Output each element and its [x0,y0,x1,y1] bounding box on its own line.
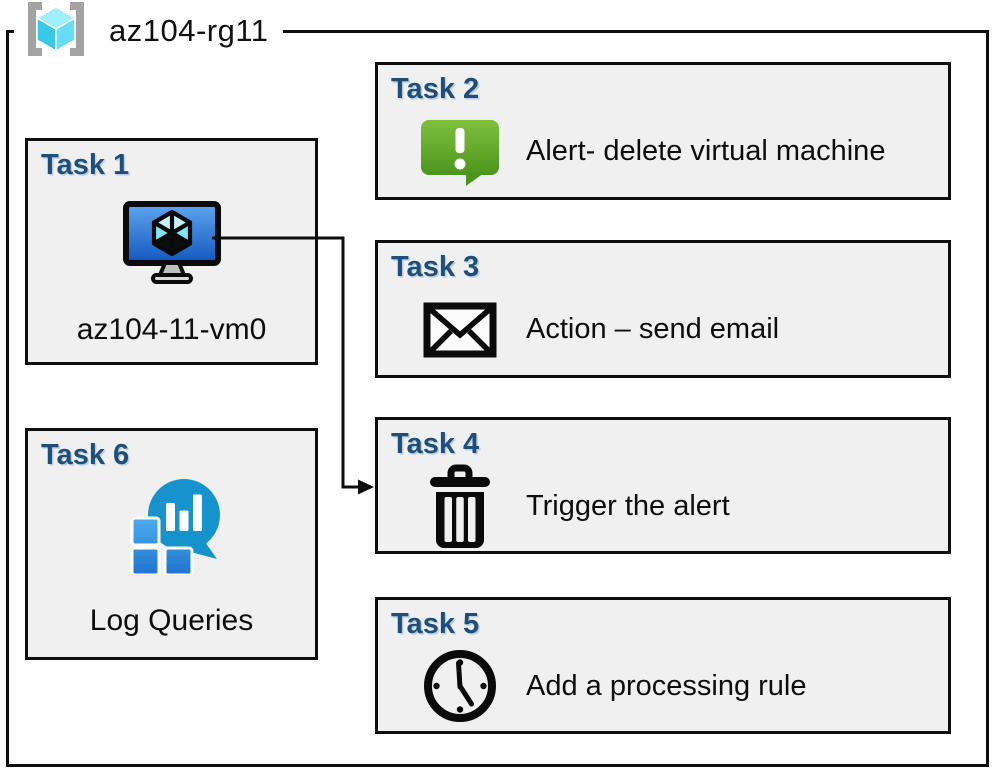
task-5-box: Task 5 Add a processing rule [375,597,951,734]
email-icon [412,302,508,358]
task-2-label: Alert- delete virtual machine [526,135,886,167]
task-1-title: Task 1 [41,149,130,181]
virtual-machine-icon [122,200,222,289]
clock-icon [412,647,508,725]
resource-group-legend: az104-rg11 [14,1,283,62]
task-1-label: az104-11-vm0 [76,313,267,346]
task-4-title: Task 4 [391,428,480,460]
trash-icon [412,464,508,549]
resource-group-label: az104-rg11 [109,13,269,48]
task-5-label: Add a processing rule [526,669,807,702]
task-1-box: Task 1 az104-11-vm0 [25,138,318,365]
task-3-label: Action – send email [526,313,780,345]
task-2-box: Task 2 Alert- delete virtual machine [375,62,951,200]
task-6-label: Log Queries [89,604,254,637]
task-5-title: Task 5 [391,608,480,640]
resource-group-icon [18,1,94,62]
task-3-box: Task 3 Action – send email [375,240,951,378]
task-4-box: Task 4 Trigger the alert [375,417,951,554]
task-6-box: Task 6 Log Queries [25,428,318,660]
task-4-label: Trigger the alert [526,489,730,522]
task-6-title: Task 6 [41,439,130,471]
log-analytics-icon [120,477,224,580]
task-2-title: Task 2 [391,73,480,105]
task-3-title: Task 3 [391,251,480,283]
alert-icon [412,117,508,187]
